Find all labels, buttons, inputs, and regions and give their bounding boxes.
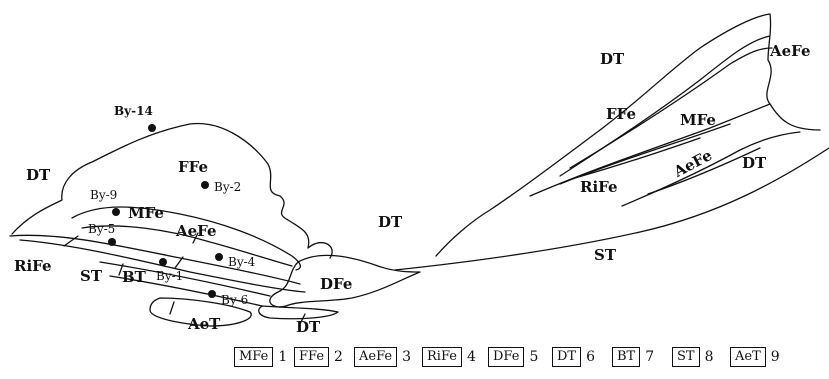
legend-swatch-st: ST	[672, 347, 700, 367]
label-st-right: ST	[594, 246, 616, 264]
well-label-by-2: By-2	[214, 180, 242, 194]
legend-number: 3	[402, 349, 412, 365]
well-dot-by-1	[159, 258, 167, 266]
legend-number: 5	[529, 349, 539, 365]
label-ffe-right: FFe	[606, 105, 637, 123]
label-rife-right: RiFe	[580, 178, 618, 196]
label-mfe: MFe	[128, 204, 164, 222]
well-label-by-14: By-14	[114, 104, 153, 118]
well-dot-by-9	[112, 208, 120, 216]
legend-item-aet: AeT 9	[730, 345, 780, 369]
label-aefe-top-right: AeFe	[770, 42, 811, 60]
label-dt-right: DT	[742, 154, 767, 172]
label-aefe: AeFe	[176, 222, 217, 240]
basin-boundary	[394, 147, 829, 271]
bt-channel-lower	[109, 275, 263, 307]
legend-item-dt: DT 6	[552, 345, 595, 369]
dfe-lobe-outline	[269, 254, 421, 308]
legend-item-st: ST 8	[672, 345, 714, 369]
legend-swatch-dt: DT	[552, 347, 582, 367]
label-aet: AeT	[188, 315, 221, 333]
label-bt: BT	[122, 268, 146, 286]
rife-channel-upper	[9, 234, 301, 285]
bt-channel-upper	[99, 261, 271, 297]
legend-item-ffe: FFe 2	[294, 345, 343, 369]
well-dot-by-5	[108, 238, 116, 246]
legend-item-mfe: MFe 1	[234, 345, 287, 369]
well-label-by-1: By-1	[156, 269, 184, 283]
well-dot-by-4	[215, 253, 223, 261]
label-dt: DT	[26, 166, 51, 184]
legend-number: 6	[586, 349, 596, 365]
legend-number: 9	[770, 349, 780, 365]
legend-number: 4	[466, 349, 476, 365]
well-dot-by-2	[201, 181, 209, 189]
label-st: ST	[80, 267, 102, 285]
legend-swatch-ffe: FFe	[294, 347, 330, 367]
label-dt-center: DT	[378, 213, 403, 231]
well-label-by-4: By-4	[228, 255, 256, 269]
legend-item-rife: RiFe 4	[422, 345, 476, 369]
dt-small-lobe	[258, 305, 339, 320]
label-rife: RiFe	[14, 257, 52, 275]
legend-swatch-bt: BT	[612, 347, 641, 367]
well-dot-by-6	[208, 290, 216, 298]
legend-item-dfe: DFe 5	[488, 345, 538, 369]
label-dfe: DFe	[320, 275, 353, 293]
legend-number: 1	[278, 349, 288, 365]
well-label-by-9: By-9	[90, 188, 118, 202]
legend-number: 2	[334, 349, 343, 365]
legend-number: 8	[704, 349, 714, 365]
mfe-lobe-outline	[71, 206, 301, 271]
right-fan-outline	[435, 13, 821, 257]
legend-swatch-aefe: AeFe	[354, 347, 398, 367]
label-ffe: FFe	[178, 158, 209, 176]
legend-swatch-rife: RiFe	[422, 347, 462, 367]
well-label-by-5: By-5	[88, 222, 116, 236]
inner-lobe-outline	[81, 225, 293, 267]
label-mfe-right: MFe	[680, 111, 716, 129]
legend: MFe 1 FFe 2 AeFe 3 RiFe 4 DFe 5 DT 6 BT …	[0, 345, 829, 375]
aet-lobe-outline	[149, 297, 252, 327]
legend-item-bt: BT 7	[612, 345, 654, 369]
label-dt-bottom: DT	[296, 318, 321, 336]
legend-swatch-mfe: MFe	[234, 347, 274, 367]
rife-channel-lower	[19, 239, 306, 293]
label-dt-upper-right: DT	[600, 50, 625, 68]
well-label-by-6: By-6	[221, 293, 249, 307]
well-dot-by-14	[148, 124, 156, 132]
legend-swatch-dfe: DFe	[488, 347, 525, 367]
legend-number: 7	[645, 349, 655, 365]
left-fan-outline	[11, 122, 333, 259]
legend-item-aefe: AeFe 3	[354, 345, 411, 369]
legend-swatch-aet: AeT	[730, 347, 766, 367]
